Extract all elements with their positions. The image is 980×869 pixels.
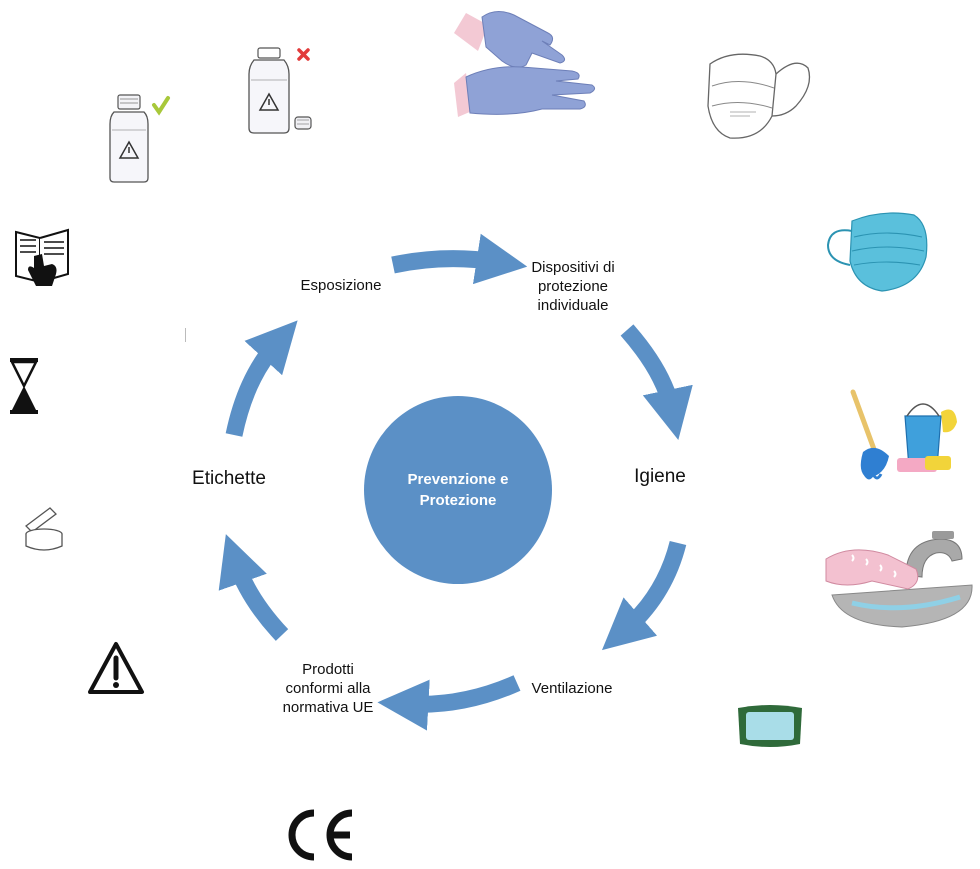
bottle-closed-icon [100,90,180,186]
label-prodotti-line1: Prodotti [302,661,354,678]
label-prodotti-line2: conformi alla [285,680,371,697]
arrow-ventilazione-to-prodotti [377,675,521,731]
label-dispositivi-line3: individuale [537,297,609,314]
label-esposizione: Esposizione [300,277,382,294]
center-circle: Prevenzione e Protezione [364,396,552,584]
center-title-line1: Prevenzione e [407,471,509,488]
label-prodotti: Prodotti conformi alla normativa UE [272,660,384,717]
label-dispositivi-line2: protezione [537,278,609,295]
center-title-line2: Protezione [419,492,497,509]
open-jar-icon [22,504,66,554]
label-prodotti-line3: normativa UE [282,699,374,716]
check-icon [152,96,170,116]
arrow-prodotti-to-etichette [218,534,289,641]
arrow-esposizione-to-dpi [391,233,528,285]
cleaning-icon [845,386,970,496]
arrow-etichette-to-esposizione [225,320,298,437]
label-ventilazione: Ventilazione [531,680,613,697]
manual-icon [12,222,74,288]
stray-mark [185,328,186,342]
arrow-igiene-to-ventilazione [601,540,687,651]
center-title: Prevenzione e Protezione [388,469,528,511]
bottle-open-icon [238,40,322,138]
hourglass-icon [6,358,42,414]
wipes-icon [736,702,804,750]
label-etichette: Etichette [192,468,266,489]
handwash-icon [822,525,980,635]
gloves-icon [452,5,600,123]
label-igiene: Igiene [634,466,686,487]
label-dispositivi: Dispositivi di protezione individuale [518,258,628,315]
cross-icon [297,48,310,61]
label-dispositivi-line1: Dispositivi di [531,259,615,276]
warning-icon [86,640,146,696]
ce-mark [280,806,356,864]
surgical-mask-icon [822,207,934,297]
arrow-dpi-to-igiene [620,324,693,440]
ffp2-mask-icon [700,46,815,146]
